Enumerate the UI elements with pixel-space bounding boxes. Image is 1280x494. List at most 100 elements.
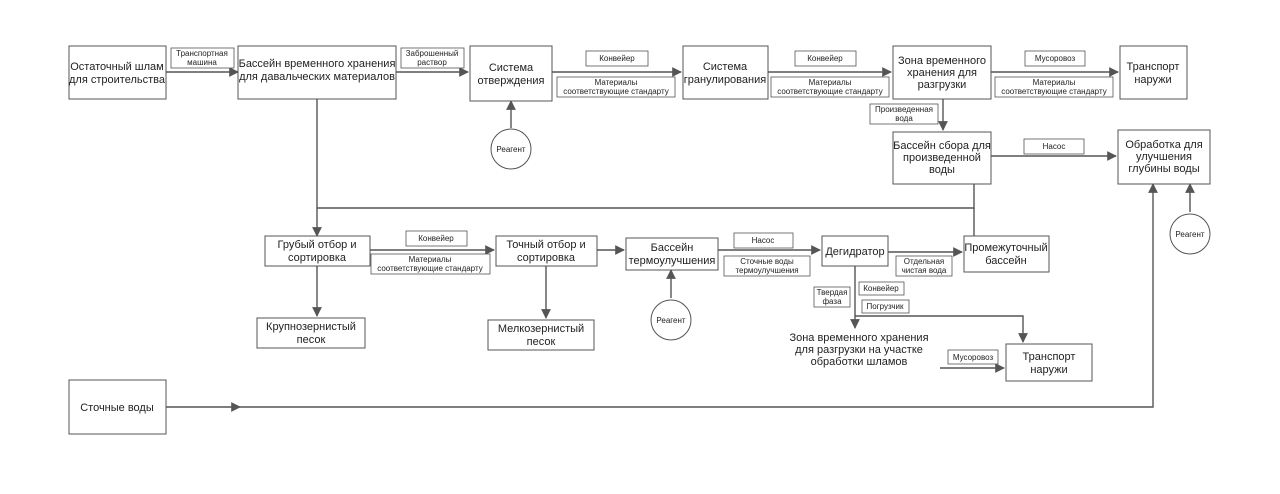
reagent-3: Реагент: [1169, 213, 1211, 255]
label-garbage2: Мусоровоз: [947, 349, 999, 365]
box-treat-l3: глубины воды: [1128, 163, 1199, 175]
label-solid-l2: фаза: [822, 297, 842, 306]
box-waste-l1: Сточные воды: [80, 402, 154, 414]
box-cure: Система отверждения: [469, 45, 553, 102]
box-csand-l1: Крупнозернистый: [266, 321, 356, 333]
box-gran-l1: Система: [703, 61, 748, 73]
box-fsand-l2: песок: [527, 336, 556, 348]
box-sludge: Остаточный шлам для строительства: [68, 45, 167, 100]
label-sewage-l2: термоулучшения: [735, 266, 798, 275]
box-thermo-l1: Бассейн: [651, 242, 694, 254]
reagent-2: Реагент: [650, 299, 692, 341]
box-pool-l1: Бассейн временного хранения: [239, 58, 396, 70]
label-garbage1-l1: Мусоровоз: [1035, 54, 1076, 63]
box-thermo: Бассейн термоулучшения: [625, 237, 719, 271]
edge-waste-treat: [240, 183, 1158, 408]
label-mat4: Материалы соответствующие стандарту: [370, 253, 491, 275]
box-coarse-l2: сортировка: [288, 252, 347, 264]
box-collect-l3: воды: [929, 164, 955, 176]
box-inter-l1: Промежуточный: [964, 242, 1047, 254]
box-sludge-l1: Остаточный шлам: [70, 61, 163, 73]
box-fine-l2: сортировка: [517, 252, 576, 264]
reagent-1-label: Реагент: [496, 145, 525, 154]
box-dehyd-l1: Дегидратор: [825, 246, 884, 258]
box-gran: Система гранулирования: [682, 45, 769, 100]
label-garbage1: Мусоровоз: [1024, 50, 1086, 67]
box-fsand: Мелкозернистый песок: [487, 319, 595, 351]
box-collect-l1: Бассейн сбора для: [893, 140, 991, 152]
box-treat: Обработка для улучшения глубины воды: [1117, 129, 1211, 185]
box-collect-l2: произведенной: [903, 152, 981, 164]
label-mortar: Заброшенный раствор: [400, 47, 465, 69]
label-loader: Погрузчик: [861, 299, 910, 314]
box-coarse: Грубый отбор и сортировка: [264, 235, 371, 267]
box-treat-l1: Обработка для: [1125, 139, 1202, 151]
box-thermo-l2: термоулучшения: [629, 255, 716, 267]
box-coarse-l1: Грубый отбор и: [277, 239, 356, 251]
box-trans1-l2: наружи: [1134, 74, 1171, 86]
box-collect: Бассейн сбора для произведенной воды: [892, 131, 992, 185]
box-zone-l2: хранения для: [907, 67, 977, 79]
box-trans1-l1: Транспорт: [1127, 61, 1180, 73]
label-pump2: Насос: [733, 232, 794, 249]
box-waste: Сточные воды: [68, 379, 167, 435]
label-conv2-l1: Конвейер: [807, 54, 843, 63]
box-zone-l1: Зона временного: [898, 55, 986, 67]
label-pump1: Насос: [1023, 138, 1085, 155]
label-mat3-l1: Материалы: [1033, 78, 1076, 87]
label-conv4: Конвейер: [858, 281, 905, 296]
box-zone: Зона временного хранения для разгрузки: [892, 45, 992, 100]
label-mat2-l1: Материалы: [809, 78, 852, 87]
label-mat1: Материалы соответствующие стандарту: [556, 76, 676, 98]
box-csand-l2: песок: [297, 334, 326, 346]
reagent-1: Реагент: [490, 128, 532, 170]
box-zone2: Зона временного хранения для разгрузки н…: [789, 332, 928, 368]
label-conv3: Конвейер: [405, 230, 468, 247]
label-pump2-l1: Насос: [752, 236, 775, 245]
reagent-3-label: Реагент: [1175, 230, 1204, 239]
label-sepwater-l1: Отдельная: [904, 257, 945, 266]
edge-dehyd-transport2: [855, 315, 1028, 343]
label-conv3-l1: Конвейер: [418, 234, 454, 243]
box-trans2-l1: Транспорт: [1023, 351, 1076, 363]
box-trans2-l2: наружи: [1030, 364, 1067, 376]
connectors: [166, 67, 1195, 412]
box-gran-l2: гранулирования: [684, 74, 766, 86]
box-inter-l2: бассейн: [985, 255, 1027, 267]
label-conv4-l1: Конвейер: [863, 284, 899, 293]
label-pump1-l1: Насос: [1043, 142, 1066, 151]
label-mat3-l2: соответствующие стандарту: [1001, 87, 1106, 96]
box-treat-l2: улучшения: [1136, 151, 1192, 163]
box-pool-l2: для давальческих материалов: [239, 71, 395, 83]
label-mat1-l1: Материалы: [595, 78, 638, 87]
label-conv1-l1: Конвейер: [599, 54, 635, 63]
label-truck-l1: Транспортная: [176, 49, 228, 58]
box-fine-l1: Точный отбор и: [506, 239, 585, 251]
box-fsand-l1: Мелкозернистый: [498, 323, 584, 335]
label-loader-l1: Погрузчик: [866, 302, 904, 311]
box-zone2-l3: обработки шламов: [811, 356, 908, 368]
box-inter: Промежуточный бассейн: [963, 235, 1050, 273]
label-mat4-l2: соответствующие стандарту: [377, 264, 482, 273]
label-mat3: Материалы соответствующие стандарту: [994, 76, 1114, 98]
box-zone2-l2: для разгрузки на участке: [795, 344, 923, 356]
label-mortar-l1: Заброшенный: [406, 49, 459, 58]
label-prodwater: Произведенная вода: [869, 103, 939, 125]
box-cure-l2: отверждения: [478, 75, 545, 87]
box-zone2-l1: Зона временного хранения: [789, 332, 928, 344]
box-zone-l3: разгрузки: [918, 79, 967, 91]
box-sludge-l2: для строительства: [69, 74, 166, 86]
label-solid-l1: Твердая: [817, 288, 848, 297]
label-prodwater-l1: Произведенная: [875, 105, 933, 114]
label-conv2: Конвейер: [794, 50, 857, 67]
label-sepwater-l2: чистая вода: [902, 266, 947, 275]
label-mortar-l2: раствор: [417, 58, 447, 67]
label-conv1: Конвейер: [585, 50, 649, 67]
label-mat4-l1: Материалы: [409, 255, 452, 264]
label-sepwater: Отдельная чистая вода: [895, 255, 953, 277]
label-prodwater-l2: вода: [895, 114, 913, 123]
box-trans2: Транспорт наружи: [1005, 343, 1093, 382]
label-sewage-l1: Сточные воды: [740, 257, 794, 266]
